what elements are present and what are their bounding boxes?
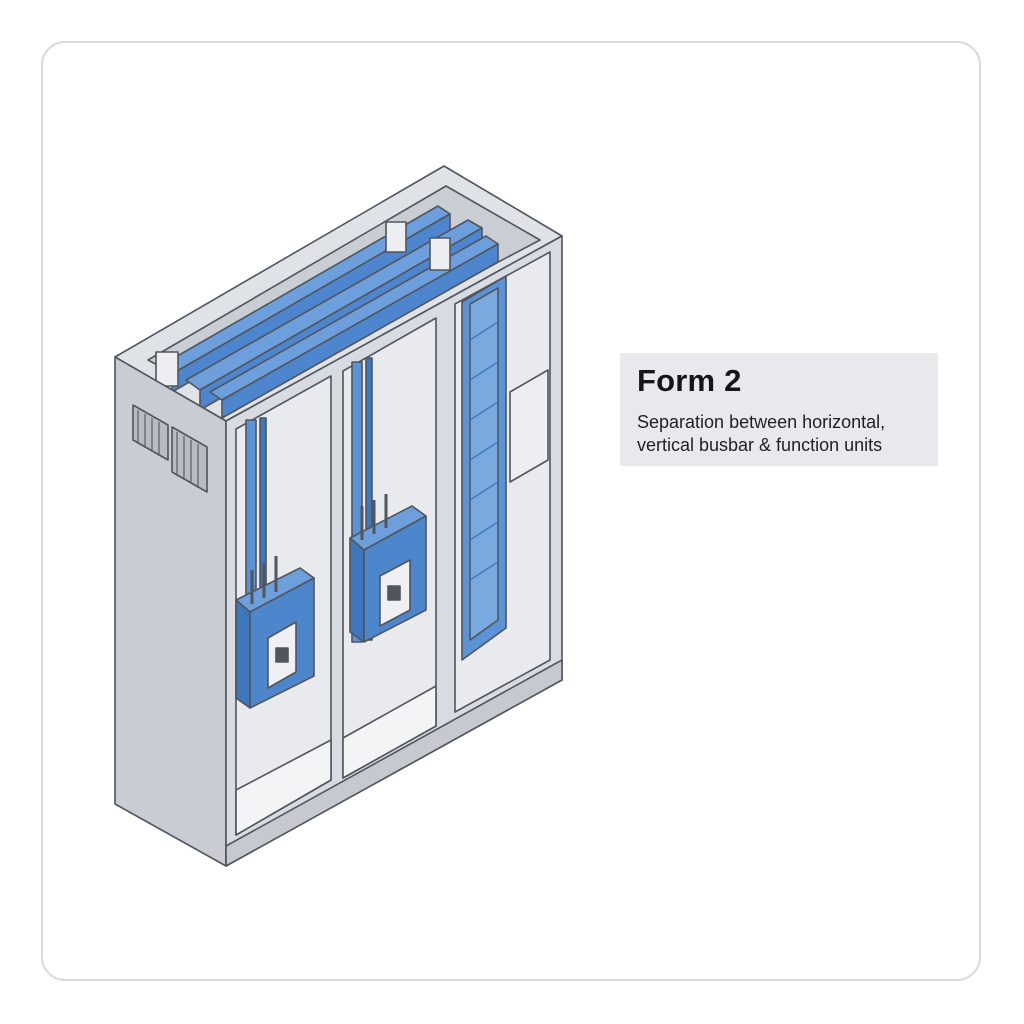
caption-title: Form 2	[637, 363, 742, 398]
circuit-breaker-icon	[235, 556, 315, 709]
vertical-busbar-2	[351, 361, 363, 643]
compartment-2-floor	[342, 685, 437, 779]
caption-box: Form 2 Separation between horizontal, ve…	[620, 353, 938, 466]
compartment-1-floor	[235, 739, 332, 836]
caption-line-1: Separation between horizontal,	[637, 412, 886, 432]
busbar-support-right	[429, 237, 451, 271]
bracket	[509, 369, 549, 483]
cabinet-left-side	[114, 356, 227, 867]
caption-line-2: vertical busbar & function units	[637, 435, 883, 455]
horizontal-busbars	[155, 205, 499, 419]
busbar-support-mid	[385, 221, 407, 253]
circuit-breaker-icon	[349, 494, 427, 643]
busbar-support-left	[155, 351, 179, 387]
cabinet-plinth	[225, 659, 563, 867]
